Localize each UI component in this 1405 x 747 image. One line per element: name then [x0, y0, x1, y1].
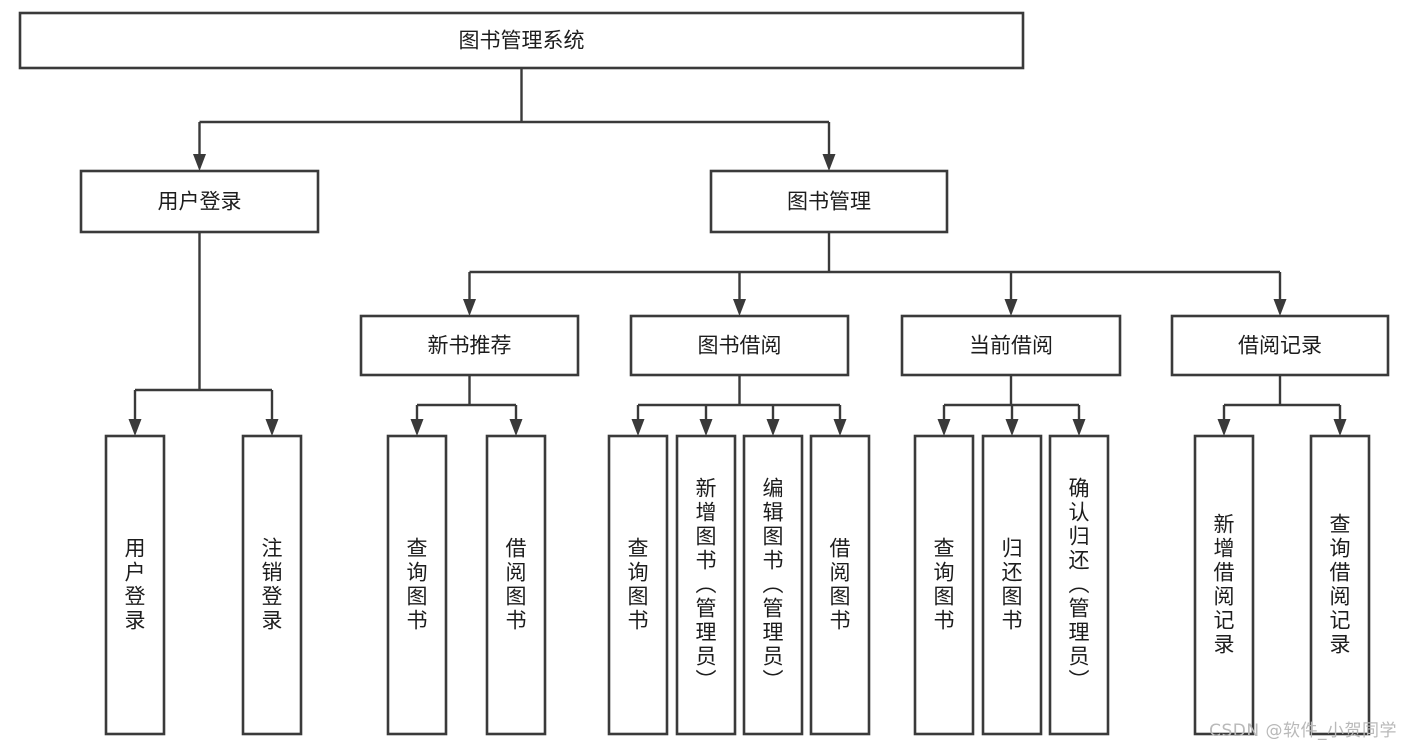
node-label: 查询图书 [934, 537, 955, 633]
leaf-node-6[interactable]: 新增图书︵管理员︶ [675, 434, 737, 736]
node-box[interactable] [18, 11, 1025, 70]
node-label: 注销登录 [262, 537, 283, 633]
level2-node-2[interactable]: 图书管理 [709, 169, 949, 234]
node-label: 用户登录 [158, 190, 242, 214]
node-box[interactable] [913, 434, 975, 736]
node-box[interactable] [709, 169, 949, 234]
arrow-head-icon [463, 299, 476, 316]
node-box[interactable] [1048, 434, 1110, 736]
node-label: 新增借阅记录 [1214, 513, 1235, 657]
arrow-head-icon [822, 154, 836, 171]
node-label: 图书借阅 [698, 334, 782, 358]
leaf-node-1[interactable]: 用户登录 [104, 434, 166, 736]
node-box[interactable] [1170, 314, 1390, 377]
arrow-head-icon [1072, 419, 1086, 436]
leaf-node-8[interactable]: 借阅图书 [809, 434, 871, 736]
arrow-head-icon [1273, 299, 1287, 316]
leaf-node-12[interactable]: 新增借阅记录 [1193, 434, 1255, 736]
node-label: 借阅记录 [1238, 334, 1322, 358]
arrow-head-icon [1005, 419, 1019, 436]
arrow-head-icon [699, 419, 713, 436]
connector-group [193, 68, 836, 171]
node-box[interactable] [1193, 434, 1255, 736]
node-label: 编辑图书︵管理员︶ [763, 477, 784, 693]
node-label: 归还图书 [1002, 537, 1023, 633]
node-box[interactable] [79, 169, 320, 234]
node-layer: 图书管理系统用户登录图书管理新书推荐图书借阅当前借阅借阅记录用户登录注销登录查询… [18, 11, 1390, 736]
node-label: 用户登录 [125, 537, 146, 633]
arrow-head-icon [937, 419, 951, 436]
leaf-node-2[interactable]: 注销登录 [241, 434, 303, 736]
node-label: 新增图书︵管理员︶ [696, 477, 717, 693]
connector-group [463, 232, 1287, 316]
arrow-head-icon [733, 299, 746, 316]
node-box[interactable] [104, 434, 166, 736]
leaf-node-3[interactable]: 查询图书 [386, 434, 448, 736]
level2-node-1[interactable]: 用户登录 [79, 169, 320, 234]
connector-group [937, 375, 1086, 436]
leaf-node-9[interactable]: 查询图书 [913, 434, 975, 736]
level3-node-4[interactable]: 借阅记录 [1170, 314, 1390, 377]
node-box[interactable] [1309, 434, 1371, 736]
node-label: 新书推荐 [428, 334, 512, 358]
level3-node-1[interactable]: 新书推荐 [359, 314, 580, 377]
arrow-head-icon [631, 419, 645, 436]
node-label: 图书管理 [787, 190, 871, 214]
arrow-head-icon [1004, 299, 1018, 316]
node-label: 图书管理系统 [459, 29, 585, 53]
arrow-head-icon [265, 419, 279, 436]
root-node-book-management-system[interactable]: 图书管理系统 [18, 11, 1025, 70]
node-box[interactable] [675, 434, 737, 736]
node-label: 当前借阅 [969, 334, 1053, 358]
node-box[interactable] [386, 434, 448, 736]
node-box[interactable] [809, 434, 871, 736]
node-label: 借阅图书 [830, 537, 851, 633]
node-label: 查询图书 [628, 537, 649, 633]
connector-group [1217, 375, 1347, 436]
arrow-head-icon [410, 419, 424, 436]
leaf-node-4[interactable]: 借阅图书 [485, 434, 547, 736]
arrow-head-icon [833, 419, 847, 436]
arrow-head-icon [1217, 419, 1231, 436]
node-label: 确认归还︵管理员︶ [1069, 477, 1090, 693]
arrow-head-icon [193, 154, 206, 171]
node-box[interactable] [742, 434, 804, 736]
connector-layer [128, 68, 1347, 436]
level3-node-3[interactable]: 当前借阅 [900, 314, 1122, 377]
node-box[interactable] [241, 434, 303, 736]
level3-node-2[interactable]: 图书借阅 [629, 314, 850, 377]
arrow-head-icon [128, 419, 142, 436]
node-box[interactable] [607, 434, 669, 736]
node-box[interactable] [485, 434, 547, 736]
leaf-node-5[interactable]: 查询图书 [607, 434, 669, 736]
node-label: 借阅图书 [506, 537, 527, 633]
node-box[interactable] [900, 314, 1122, 377]
connector-group [410, 375, 523, 436]
watermark-label: CSDN @软件_小贺同学 [1209, 721, 1397, 741]
leaf-node-10[interactable]: 归还图书 [981, 434, 1043, 736]
arrow-head-icon [509, 419, 523, 436]
arrow-head-icon [766, 419, 780, 436]
leaf-node-11[interactable]: 确认归还︵管理员︶ [1048, 434, 1110, 736]
leaf-node-7[interactable]: 编辑图书︵管理员︶ [742, 434, 804, 736]
node-box[interactable] [629, 314, 850, 377]
connector-group [631, 375, 847, 436]
connector-group [128, 232, 279, 436]
node-label: 查询图书 [407, 537, 428, 633]
leaf-node-13[interactable]: 查询借阅记录 [1309, 434, 1371, 736]
node-box[interactable] [981, 434, 1043, 736]
node-box[interactable] [359, 314, 580, 377]
arrow-head-icon [1333, 419, 1347, 436]
node-label: 查询借阅记录 [1330, 513, 1351, 657]
